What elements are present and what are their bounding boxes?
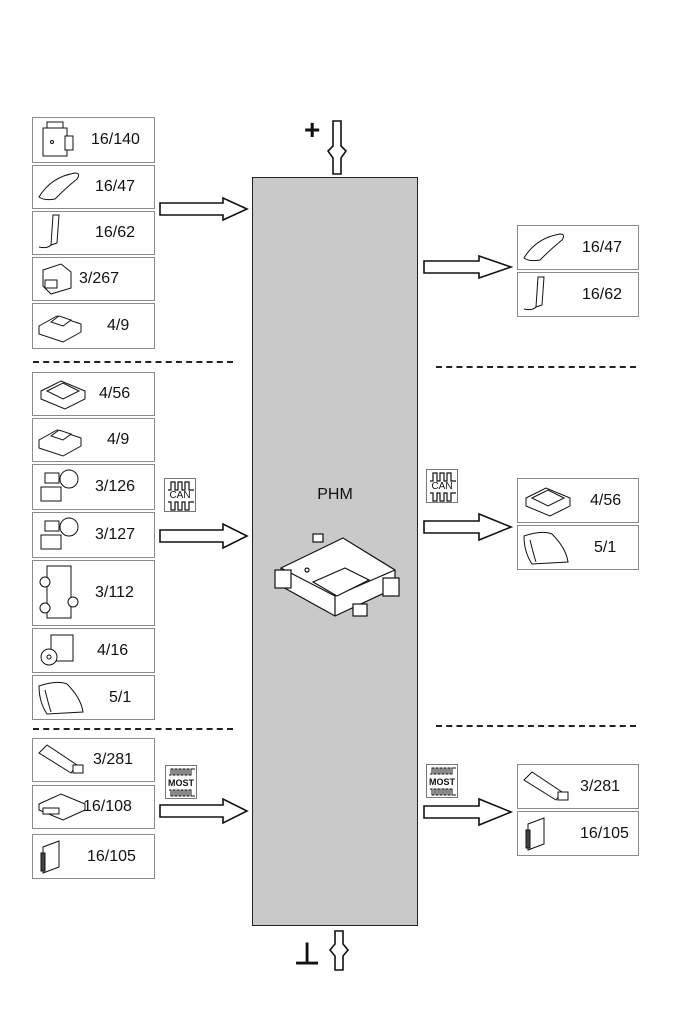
component-box[interactable]: 16/105 [32,834,155,879]
component-icon [42,263,72,295]
can-bus-icon: CAN [164,478,196,512]
component-label: 5/1 [594,538,617,556]
component-label: 3/281 [93,751,134,768]
window-motor-icon [40,517,79,550]
phm-module-block[interactable]: PHM [252,177,418,926]
instrument-cluster-icon [38,681,84,715]
component-label: 4/56 [590,491,622,509]
arrow-hub-to-right-direct [423,254,514,280]
component-box[interactable]: 4/16 [32,628,155,673]
component-label: 3/126 [95,478,136,495]
arrow-hub-to-right-most [423,797,514,827]
component-icon [42,121,74,157]
control-unit-icon [525,486,571,517]
section-divider [436,366,636,368]
component-box[interactable]: 16/105 [517,811,639,856]
arrow-left-most-to-hub [159,797,249,825]
component-label: 16/105 [87,847,136,865]
control-unit-icon [40,380,86,410]
hub-label: PHM [317,486,353,503]
component-label: 16/62 [95,224,136,241]
component-label: 3/112 [95,584,134,601]
component-box[interactable]: 16/62 [517,272,639,317]
component-box[interactable]: 16/62 [32,211,155,255]
component-label: 3/267 [79,270,120,287]
component-label: 4/9 [107,431,130,448]
antenna-shark-fin-icon [523,232,565,261]
antenna-rod-icon [523,276,545,310]
supply-plus-symbol: + [304,114,321,145]
tuner-module-icon [40,839,60,874]
instrument-cluster-icon [523,531,569,565]
section-divider [33,728,233,730]
arrow-hub-to-right-can [423,512,514,542]
component-box[interactable]: 3/126 [32,464,155,510]
component-label: 3/127 [95,526,136,543]
can-bus-icon: CAN [426,469,458,503]
supply-arrow-icon [326,120,348,175]
display-icon [38,744,84,774]
component-box[interactable]: 5/1 [32,675,155,720]
component-label: 16/47 [95,178,136,195]
component-label: 4/9 [107,317,130,334]
component-label: 16/47 [582,238,623,256]
most-bus-label: MOST [429,777,455,787]
ground-symbol: ⊥ [294,938,321,971]
component-label: 16/62 [582,285,623,303]
component-box[interactable]: 4/9 [32,303,155,349]
component-box[interactable]: 5/1 [517,525,639,570]
component-label: 16/108 [83,798,132,815]
can-bus-label: CAN [431,481,453,492]
component-label: 4/16 [97,641,129,659]
window-motor-icon [40,469,79,502]
component-box[interactable]: 16/47 [32,165,155,209]
component-label: 5/1 [109,688,132,706]
arrow-left-direct-to-hub [159,196,249,222]
ground-arrow-icon [328,930,350,971]
component-box[interactable]: 3/281 [517,764,639,809]
component-box[interactable]: 4/9 [32,418,155,462]
tuner-module-icon [525,816,545,851]
seat-module-icon [39,565,79,619]
section-divider [436,725,636,727]
component-label: 16/140 [91,131,140,148]
component-box[interactable]: 16/140 [32,117,155,163]
most-bus-icon: MOST [165,765,197,799]
display-icon [523,770,569,801]
antenna-rod-icon [38,214,60,249]
component-label: 3/281 [580,777,621,795]
control-unit-icon [38,315,82,343]
component-box[interactable]: 16/47 [517,225,639,270]
arrow-left-can-to-hub [159,522,249,550]
can-bus-label: CAN [169,490,191,501]
component-box[interactable]: 4/56 [32,372,155,416]
component-label: 4/56 [99,385,131,402]
section-divider [33,361,233,363]
phm-module-icon [274,533,400,617]
most-bus-label: MOST [168,778,194,788]
control-unit-icon [38,429,82,457]
component-box[interactable]: 3/267 [32,257,155,301]
component-label: 16/105 [580,824,629,842]
antenna-shark-fin-icon [38,172,80,201]
most-bus-icon: MOST [426,764,458,798]
component-box[interactable]: 3/127 [32,512,155,558]
component-box[interactable]: 16/108 [32,785,155,829]
component-box[interactable]: 4/56 [517,478,639,523]
head-unit-icon [38,793,86,821]
component-box[interactable]: 3/112 [32,560,155,626]
abs-unit-icon [40,634,74,665]
component-box[interactable]: 3/281 [32,738,155,782]
